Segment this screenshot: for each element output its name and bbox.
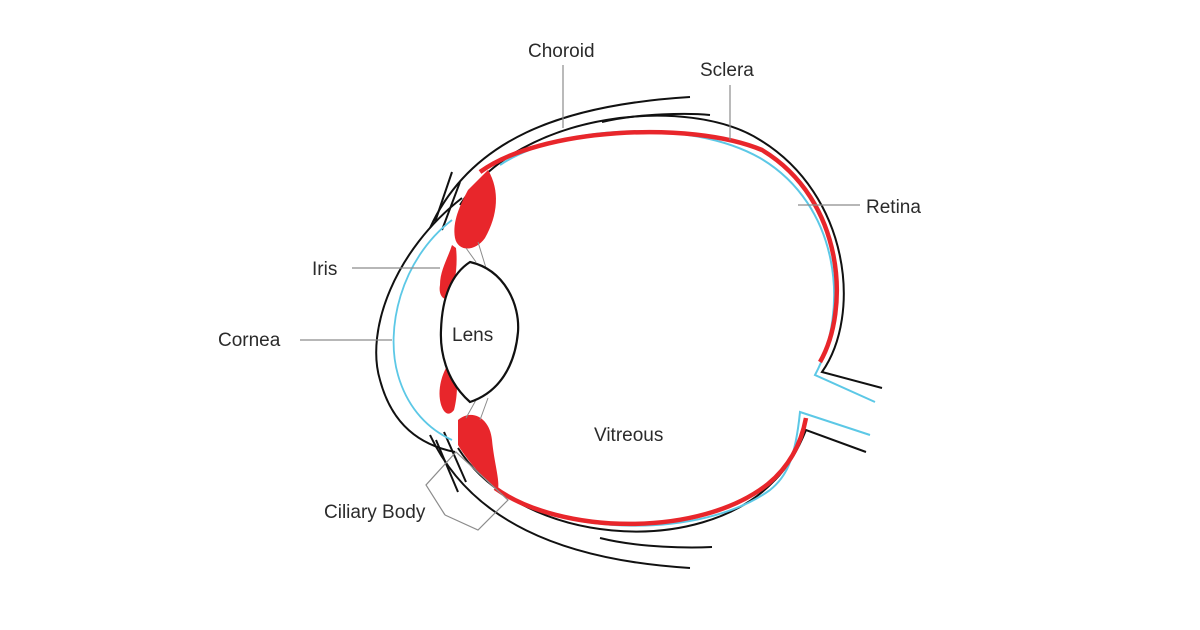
lower-lash-2: [443, 431, 467, 483]
label-vitreous: Vitreous: [594, 425, 663, 446]
retina-layer-lower: [499, 410, 871, 527]
upper-eyelid-fold: [601, 112, 711, 123]
upper-lash-1: [434, 171, 453, 223]
lower-eyelid-line: [429, 434, 691, 569]
label-ciliary-body: Ciliary Body: [324, 502, 426, 523]
ciliary-body-leader: [425, 451, 509, 531]
upper-eyelid-line: [429, 96, 691, 229]
ciliary-body-upper: [454, 170, 496, 249]
lower-eyelid-fold: [599, 537, 713, 549]
label-sclera: Sclera: [700, 60, 754, 81]
label-iris: Iris: [312, 259, 337, 280]
label-cornea: Cornea: [218, 330, 281, 351]
cornea-outer: [375, 197, 463, 453]
zonule-upper: [465, 241, 487, 269]
zonule-lower: [465, 397, 489, 421]
retina-layer-upper: [499, 130, 876, 403]
choroid-layer-upper: [478, 129, 840, 364]
lens-shape: [439, 260, 520, 404]
label-choroid: Choroid: [528, 41, 595, 62]
cornea-inner-blue: [392, 219, 453, 441]
sclera-outline: [459, 114, 883, 389]
ciliary-body-lower: [458, 414, 499, 490]
label-retina: Retina: [866, 197, 921, 218]
choroid-layer-lower: [493, 417, 809, 527]
label-lens: Lens: [452, 325, 493, 346]
